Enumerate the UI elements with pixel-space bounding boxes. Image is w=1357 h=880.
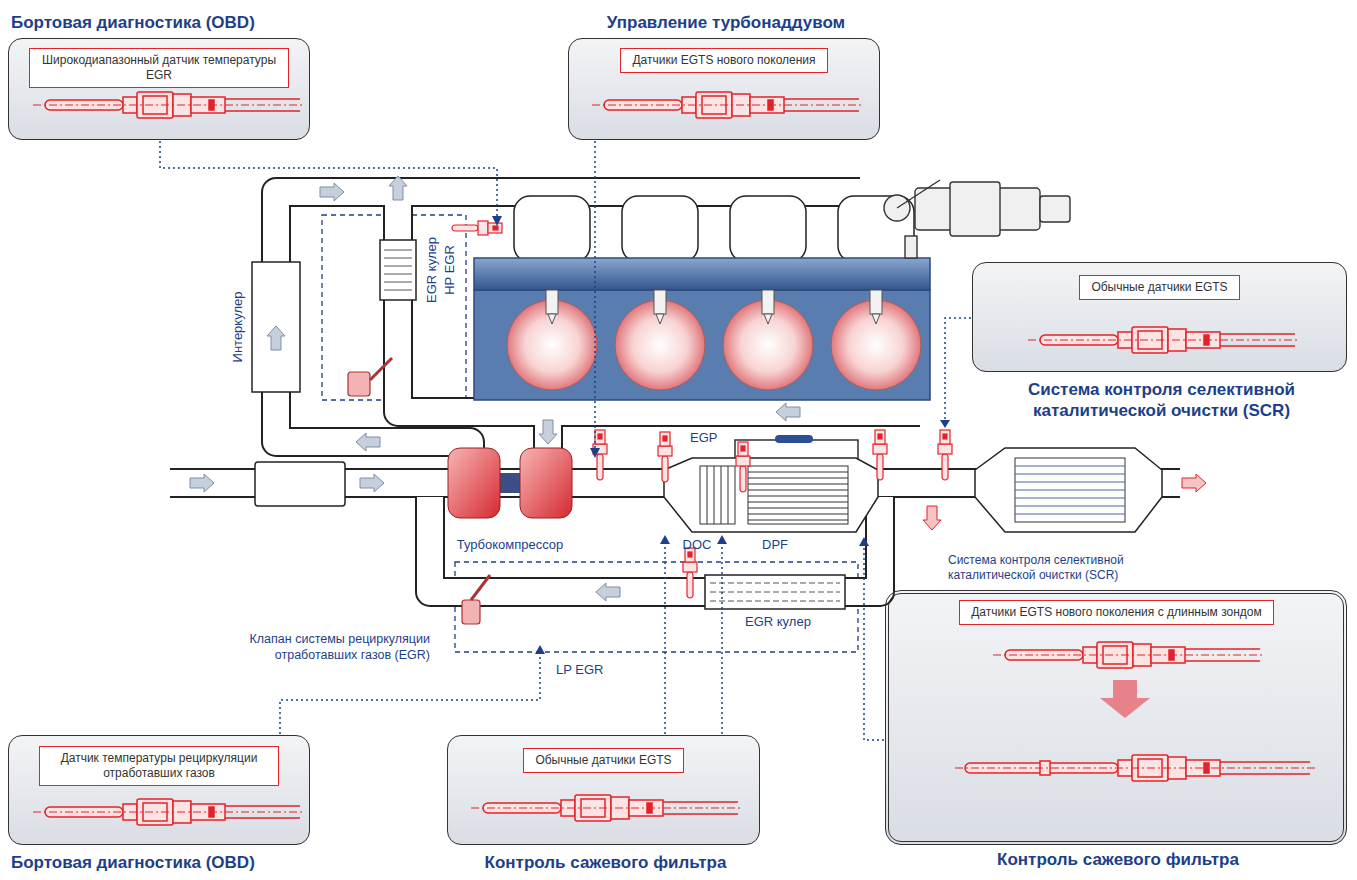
sensor-label: Датчики EGTS нового поколения <box>632 53 815 67</box>
callout-panel: Система контроля селективной каталитичес… <box>972 262 1347 372</box>
part-label: EGR кулер <box>424 237 440 303</box>
sensor-label: Обычные датчики EGTS <box>1091 280 1227 294</box>
callout-panel: Контроль сажевого фильтраОбычные датчики… <box>447 735 760 845</box>
part-label: Система контроля селективной каталитичес… <box>948 553 1148 583</box>
callout-panel: Управление турбонаддувомДатчики EGTS нов… <box>568 38 880 140</box>
callout-heading: Система контроля селективной каталитичес… <box>975 379 1348 421</box>
part-label: LP EGR <box>556 662 603 678</box>
sensor-label-box: Датчики EGTS нового поколения с длинным … <box>959 600 1274 625</box>
part-label: DPF <box>762 537 788 553</box>
callout-heading: Бортовая диагностика (OBD) <box>11 852 311 873</box>
sensor-label-box: Обычные датчики EGTS <box>523 748 684 773</box>
sensor-label: Обычные датчики EGTS <box>535 753 671 767</box>
sensor-label-box: Обычные датчики EGTS <box>1079 275 1240 300</box>
part-label: EGR кулер <box>745 614 811 630</box>
callout-panel: Контроль сажевого фильтраДатчики EGTS но… <box>885 590 1347 845</box>
sensor-label: Широкодиапазонный датчик температуры EGR <box>42 53 276 82</box>
sensor-label-box: Датчики EGTS нового поколения <box>620 48 828 73</box>
part-label: EGP <box>690 430 717 446</box>
part-label: HP EGR <box>442 245 458 295</box>
sensor-label: Датчики EGTS нового поколения с длинным … <box>971 605 1262 619</box>
callout-heading: Бортовая диагностика (OBD) <box>11 12 311 33</box>
sensor-label-box: Широкодиапазонный датчик температуры EGR <box>29 48 289 88</box>
part-label: DOC <box>683 537 712 553</box>
callout-heading: Контроль сажевого фильтра <box>450 852 761 873</box>
callout-heading: Управление турбонаддувом <box>571 12 881 33</box>
part-label: Турбокомпрессор <box>457 537 564 553</box>
sensor-label: Датчик температуры рециркуляции отработа… <box>61 751 258 780</box>
callout-panel: Бортовая диагностика (OBD)Широкодиапазон… <box>8 38 310 140</box>
callout-panel: Бортовая диагностика (OBD)Датчик темпера… <box>8 735 310 845</box>
part-label: Клапан системы рециркуляции отработавших… <box>225 632 430 663</box>
part-label: Интеркулер <box>230 292 246 363</box>
callout-heading: Контроль сажевого фильтра <box>891 849 1345 870</box>
sensor-label-box: Датчик температуры рециркуляции отработа… <box>39 746 279 786</box>
